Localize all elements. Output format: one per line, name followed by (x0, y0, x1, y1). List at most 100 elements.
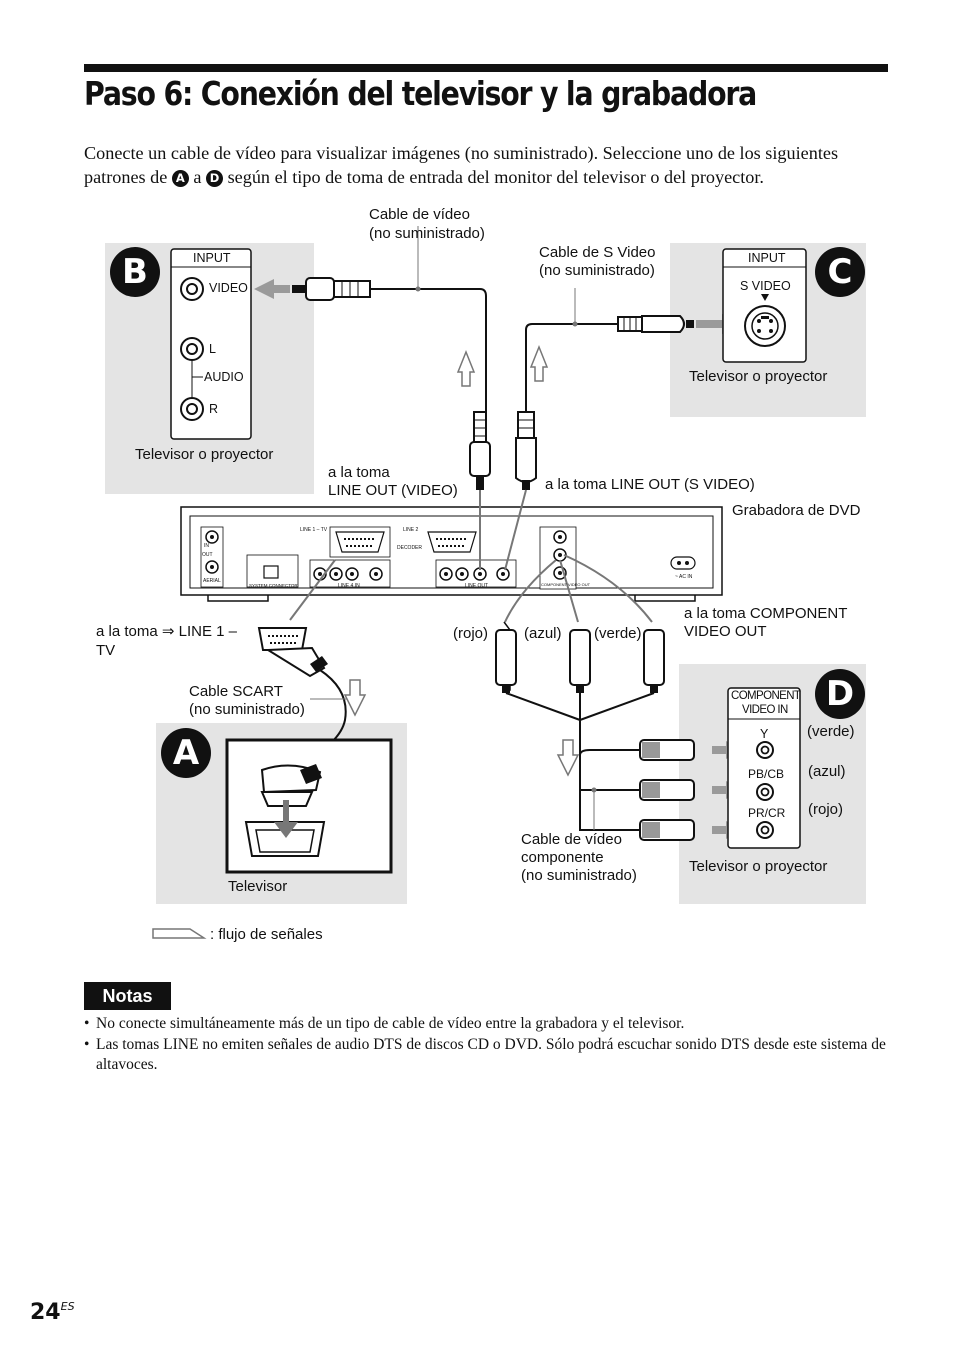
panel-b-l-label: L (209, 342, 216, 356)
badge-d: D (206, 169, 224, 187)
component-out-label-2: VIDEO OUT (684, 623, 767, 640)
component-cable-lower (579, 749, 640, 831)
intro-paragraph: Conecte un cable de vídeo para visualiza… (84, 142, 890, 189)
signal-flow-legend-arrow (152, 928, 207, 939)
rear-line2-label: LINE 2 (403, 527, 419, 533)
video-rca-plug-vertical (469, 411, 491, 490)
signal-arrow-to-b (254, 279, 290, 299)
badge-a: A (171, 169, 189, 187)
rear-out-label: OUT (202, 552, 213, 558)
line1-tv-label-3: TV (96, 642, 116, 659)
svideo-cable-label-2: (no suministrado) (539, 262, 655, 279)
svideo-plug-vertical (515, 411, 537, 490)
panel-d-azul-label: (azul) (808, 763, 846, 780)
component-out-label-1: a la toma COMPONENT (684, 605, 848, 622)
video-cable (370, 288, 487, 412)
svideo-cable (525, 323, 618, 412)
panel-b-caption: Televisor o proyector (135, 446, 274, 463)
panel-b-video-label: VIDEO (209, 281, 248, 295)
svideo-plug-pointer (504, 489, 527, 571)
panel-label-a: A (161, 728, 211, 778)
component-plugs-horizontal (639, 739, 695, 841)
intro-text-2: según el tipo de toma de entrada del mon… (227, 166, 764, 187)
panel-d-component-label-1: COMPONENT (731, 690, 801, 702)
rear-component-label: COMPONENT VIDEO OUT (541, 582, 591, 587)
panel-d-caption: Televisor o proyector (689, 858, 828, 875)
panel-d-y-label: Y (760, 727, 769, 741)
signal-flow-legend: : flujo de señales (210, 926, 323, 943)
intro-connector: a (193, 166, 202, 187)
component-pointer-blue (559, 559, 579, 623)
scart-cable-label-2: (no suministrado) (189, 701, 305, 718)
panel-d-pb-label: PB/CB (748, 767, 785, 781)
panel-d-verde-label: (verde) (807, 723, 855, 740)
line-out-video-label-2: LINE OUT (VIDEO) (328, 482, 458, 499)
video-rca-plug-horizontal (292, 277, 371, 301)
line-out-svideo-label: a la toma LINE OUT (S VIDEO) (545, 476, 755, 493)
panel-d-rojo-label: (rojo) (808, 801, 844, 818)
tv-panel-a (225, 738, 393, 874)
notes-heading: Notas (84, 982, 171, 1010)
component-cable-label-2: componente (521, 849, 604, 866)
video-cable-label-2: (no suministrado) (369, 225, 485, 242)
scart-cable-label-1: Cable SCART (189, 683, 283, 700)
component-plugs-vertical (495, 621, 665, 693)
panel-label-d: D (815, 669, 865, 719)
scart-pointer (289, 559, 336, 621)
signal-arrow-down-component (556, 739, 580, 777)
panel-c-caption: Televisor o proyector (689, 368, 828, 385)
tv-input-panel-b (170, 248, 252, 440)
tv-input-panel-d (727, 687, 801, 849)
component-cable-pointer-dot (591, 787, 597, 793)
rear-aerial-label: AERIAL (203, 578, 221, 584)
component-red-label: (rojo) (453, 625, 489, 642)
component-green-label: (verde) (594, 625, 642, 642)
panel-b-audio-label: AUDIO (204, 370, 244, 384)
video-cable-label-1: Cable de vídeo (369, 206, 470, 223)
page-number-suffix: ES (60, 1300, 75, 1313)
signal-arrow-up-video (456, 349, 476, 387)
component-pointer-green (563, 554, 653, 623)
component-pointer-red (504, 559, 557, 623)
rear-decoder-label: DECODER (397, 545, 423, 551)
scart-plug-upper (257, 627, 328, 678)
dvd-recorder-rear-panel (180, 506, 723, 602)
line1-tv-label-1: a la toma (96, 623, 158, 640)
rear-system-connector-label: SYSTEM CONNECTOR (249, 583, 298, 588)
panel-b-input-label: INPUT (193, 251, 231, 265)
svideo-plug-horizontal (617, 315, 694, 333)
recorder-label: Grabadora de DVD (732, 502, 861, 519)
panel-a-caption: Televisor (228, 878, 288, 895)
panel-c-input-label: INPUT (748, 251, 786, 265)
note-item: No conecte simultáneamente más de un tip… (84, 1014, 894, 1035)
line1-tv-label: a la toma ⇒ LINE 1 – (96, 623, 237, 641)
svideo-cable-label-1: Cable de S Video (539, 244, 656, 261)
panel-d-pr-label: PR/CR (748, 806, 786, 820)
video-cable-pointer-dot (415, 286, 421, 292)
tv-input-panel-c (722, 248, 807, 363)
component-cable-label-3: (no suministrado) (521, 867, 637, 884)
panel-d-component-label-2: VIDEO IN (742, 704, 788, 716)
page-title: Paso 6: Conexión del televisor y la grab… (84, 74, 757, 113)
notes-list: No conecte simultáneamente más de un tip… (84, 1014, 894, 1076)
panel-label-c: C (815, 247, 865, 297)
title-rule (84, 64, 888, 72)
panel-label-b: B (110, 247, 160, 297)
page-number-value: 24 (30, 1300, 61, 1325)
rear-line4-in-label: LINE 4 IN (338, 583, 360, 589)
connection-diagram (105, 226, 866, 939)
line-out-video-label-1: a la toma (328, 464, 390, 481)
svideo-cable-pointer-dot (572, 321, 578, 327)
rear-line-out-label: LINE OUT (465, 583, 489, 589)
rear-line1-label: LINE 1 – TV (300, 527, 328, 533)
signal-arrow-up-svideo (529, 344, 549, 382)
rear-in-label: IN (204, 543, 209, 549)
component-blue-label: (azul) (524, 625, 562, 642)
signal-arrow-down-scart (343, 679, 367, 717)
rear-ac-in-label: ~ AC IN (675, 574, 693, 580)
page-number: 24ES (30, 1300, 75, 1325)
panel-b-r-label: R (209, 402, 219, 416)
line1-tv-label-2: LINE 1 – (178, 623, 237, 640)
intro-text-1: Conecte un cable de vídeo para visualiza… (84, 143, 839, 187)
component-cable-label-1: Cable de vídeo (521, 831, 622, 848)
